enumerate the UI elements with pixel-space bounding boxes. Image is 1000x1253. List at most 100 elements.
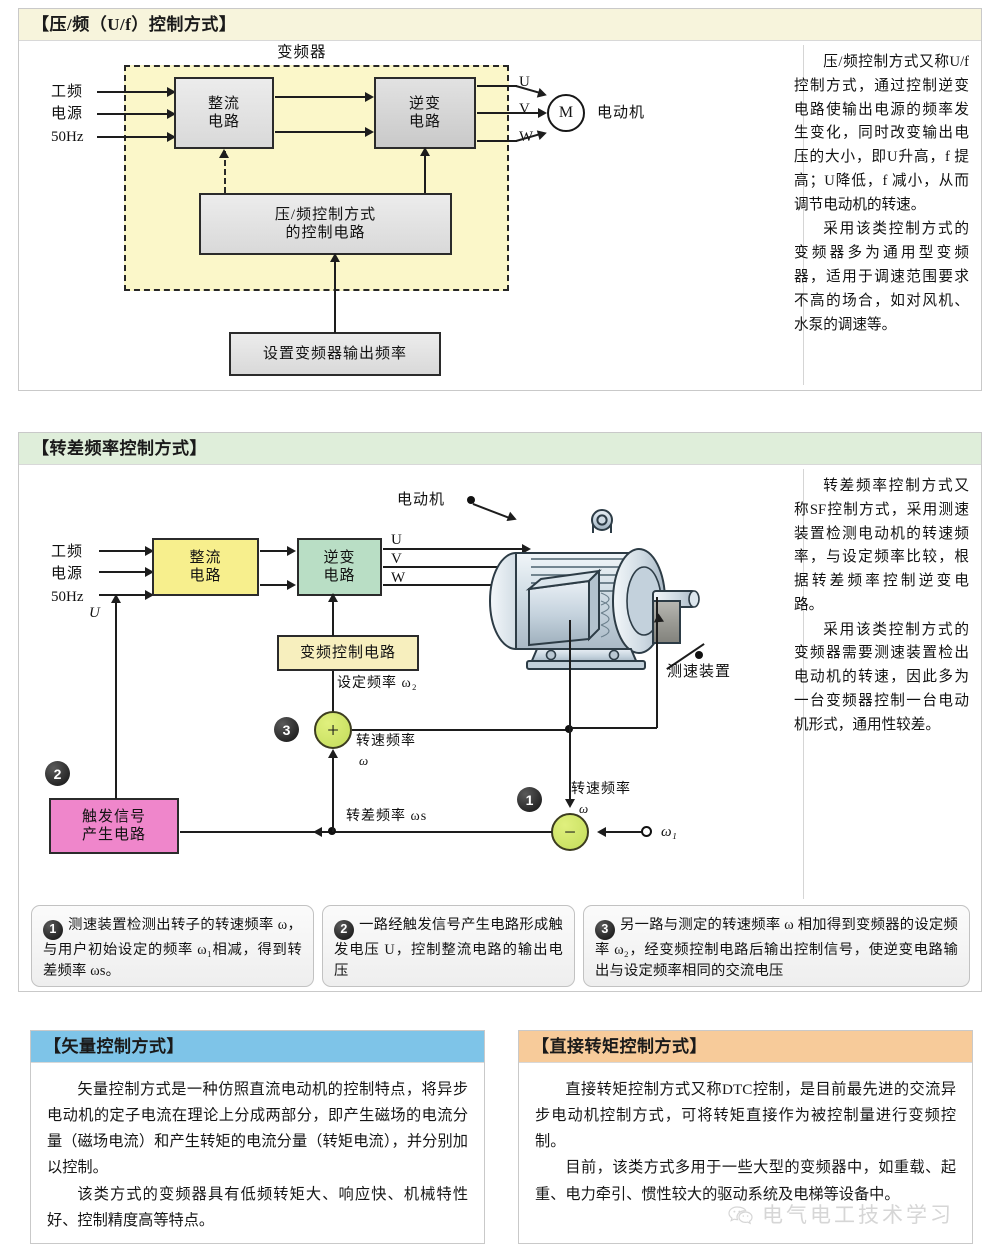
slip-input-line-2	[99, 571, 147, 573]
slip-note-1-text: 测速装置检测出转子的转速频率 ω，与用户初始设定的频率 ω₁相减，得到转差频率 …	[43, 917, 302, 980]
slip-source-line2: 电源	[51, 566, 84, 582]
uf-set-frequency-box: 设置变频器输出频率	[229, 332, 441, 376]
slip-vf-to-inverter-line	[332, 597, 334, 636]
slip-dc-link-top	[260, 550, 290, 552]
slip-rectifier-box: 整流 电路	[152, 538, 259, 596]
slip-set-frequency-label: 设定频率 ω₂	[337, 676, 418, 691]
slip-badge-3: 3	[274, 717, 299, 742]
slip-out-line-v	[383, 566, 528, 568]
uf-paragraph-2: 采用该类控制方式的变频器多为通用型变频器，适用于调速范围要求不高的场合，如对风机…	[794, 221, 969, 333]
uf-ctrl-to-inverter-line	[424, 151, 426, 193]
vector-paragraph-1: 矢量控制方式是一种仿照直流电动机的控制特点，将异步电动机的定子电流在理论上分成两…	[47, 1081, 468, 1177]
uf-motor-arrow-w	[536, 127, 549, 141]
uf-dc-link-top-arrow	[365, 92, 374, 102]
slip-motor-label: 电动机	[397, 492, 446, 508]
panel-dtc-control: 【直接转矩控制方式】 直接转矩控制方式又称DTC控制，是目前最先进的交流异步电动…	[518, 1030, 973, 1244]
uf-source-line2: 电源	[51, 106, 84, 122]
slip-tacho-up-line	[656, 597, 658, 728]
slip-sum3-feedback-line	[352, 729, 570, 731]
uf-setfreq-arrow	[330, 253, 340, 262]
slip-omega1-label: ω₁	[661, 824, 677, 840]
slip-omega1-terminal	[641, 826, 652, 837]
slip-omega1-arrow	[597, 827, 606, 837]
slip-out-arrow-u	[522, 544, 531, 554]
slip-u-italic-label: U	[89, 605, 100, 621]
uf-dc-link-top	[275, 96, 367, 98]
slip-motor-callout-dot	[467, 496, 475, 504]
uf-motor-arrow-u	[536, 87, 549, 101]
uf-source-line3: 50Hz	[51, 129, 84, 145]
panel-dtc-title: 【直接转矩控制方式】	[519, 1031, 972, 1063]
uf-phase-u-label: U	[519, 74, 530, 90]
uf-dc-link-bottom-arrow	[365, 127, 374, 137]
uf-out-line-v	[477, 112, 517, 114]
slip-phase-u-label: U	[391, 532, 402, 548]
slip-note-2-text: 一路经触发信号产生电路形成触发电压 U，控制整流电路的输出电压	[334, 917, 563, 980]
uf-setfreq-line	[334, 257, 336, 333]
slip-setfreq-line	[332, 671, 334, 714]
slip-branch-to-sum3-line	[332, 755, 334, 832]
panel-uf-title: 【压/频（U/f）控制方式】	[19, 9, 981, 41]
panel-dtc-body: 直接转矩控制方式又称DTC控制，是目前最先进的交流异步电动机控制方式，可将转矩直…	[519, 1063, 972, 1242]
panel-slip-control: 【转差频率控制方式】 工频 电源 50Hz 整流 电路 逆变 电路	[18, 432, 982, 992]
dtc-paragraph-1: 直接转矩控制方式又称DTC控制，是目前最先进的交流异步电动机控制方式，可将转矩直…	[535, 1081, 956, 1151]
slip-trigger-box: 触发信号 产生电路	[49, 798, 179, 854]
slip-phase-w-label: W	[391, 570, 406, 586]
panel-uf-control: 【压/频（U/f）控制方式】 变频器 工频 电源 50Hz	[18, 8, 982, 391]
uf-paragraph-1: 压/频控制方式又称U/f控制方式，通过控制逆变电路使输出电源的频率发生变化，同时…	[794, 54, 969, 213]
slip-vf-to-inverter-arrow	[328, 593, 338, 602]
uf-input-arrow-3	[167, 132, 176, 142]
uf-ctrl-to-inverter-arrow	[420, 147, 430, 156]
panel-vector-body: 矢量控制方式是一种仿照直流电动机的控制特点，将异步电动机的定子电流在理论上分成两…	[31, 1063, 484, 1242]
slip-branch-to-sum3-arrow	[328, 749, 338, 758]
slip-dc-link-bottom-arrow	[287, 580, 296, 590]
dtc-paragraph-2: 目前，该类方式多用于一些大型的变频器中，如重载、起重、电力牵引、惯性较大的驱动系…	[535, 1159, 956, 1203]
uf-input-line-2	[97, 113, 169, 115]
uf-input-line-3	[97, 136, 169, 138]
slip-tacho-right-line	[569, 727, 657, 729]
uf-phase-v-label: V	[519, 101, 530, 117]
slip-out-line-u	[383, 548, 528, 550]
slip-freq-label: 转差频率 ωs	[346, 809, 428, 824]
uf-motor-feed-v	[516, 112, 542, 114]
slip-sum-node-plus: +	[314, 711, 352, 749]
uf-ctrl-to-rectifier-dashed	[224, 151, 226, 193]
slip-dc-link-top-arrow	[287, 546, 296, 556]
slip-paragraph-2: 采用该类控制方式的变频器需要测速装置检出电动机的转速，因此多为一台变频器控制一台…	[794, 621, 969, 733]
panel-slip-title: 【转差频率控制方式】	[19, 433, 981, 465]
slip-note-2-badge: 2	[334, 919, 354, 940]
panel-vector-title: 【矢量控制方式】	[31, 1031, 484, 1063]
slip-note-3-badge: 3	[595, 919, 615, 940]
slip-phase-v-label: V	[391, 551, 402, 567]
uf-control-circuit-box: 压/频控制方式 的控制电路	[199, 193, 452, 255]
slip-badge-2: 2	[45, 761, 70, 786]
slip-tacho-down-line	[569, 620, 571, 730]
panel-uf-body: 变频器 工频 电源 50Hz 整流 电路 逆变 电路	[19, 41, 981, 389]
panel-vector-control: 【矢量控制方式】 矢量控制方式是一种仿照直流电动机的控制特点，将异步电动机的定子…	[30, 1030, 485, 1244]
slip-badge-1: 1	[517, 787, 542, 812]
uf-ctrl-to-rectifier-arrow	[219, 149, 229, 158]
slip-input-arrow-3	[145, 590, 154, 600]
slip-input-line-1	[99, 550, 147, 552]
slip-dc-link-bottom	[260, 584, 290, 586]
uf-motor-symbol: M	[547, 94, 585, 132]
slip-column-divider	[803, 469, 804, 899]
watermark-text: 电气电工技术学习	[762, 1203, 954, 1227]
uf-input-arrow-2	[167, 109, 176, 119]
slip-note-1-badge: 1	[43, 919, 63, 940]
slip-out-line-w	[383, 584, 528, 586]
slip-omega1-line	[603, 831, 645, 833]
slip-freq-bus-line	[180, 831, 552, 833]
uf-source-line1: 工频	[51, 84, 84, 100]
uf-input-line-1	[97, 91, 169, 93]
watermark: 电气电工技术学习	[728, 1198, 954, 1234]
slip-speed-freq-symbol-2: ω	[579, 801, 589, 816]
slip-vf-control-box: 变频控制电路	[277, 635, 419, 671]
slip-note-3-text: 另一路与测定的转速频率 ω 相加得到变频器的设定频率 ω₂，经变频控制电路后输出…	[595, 917, 958, 980]
slip-to-sum1-line	[569, 729, 571, 803]
uf-out-line-w	[477, 140, 517, 142]
slip-to-sum1-arrow	[565, 799, 575, 808]
